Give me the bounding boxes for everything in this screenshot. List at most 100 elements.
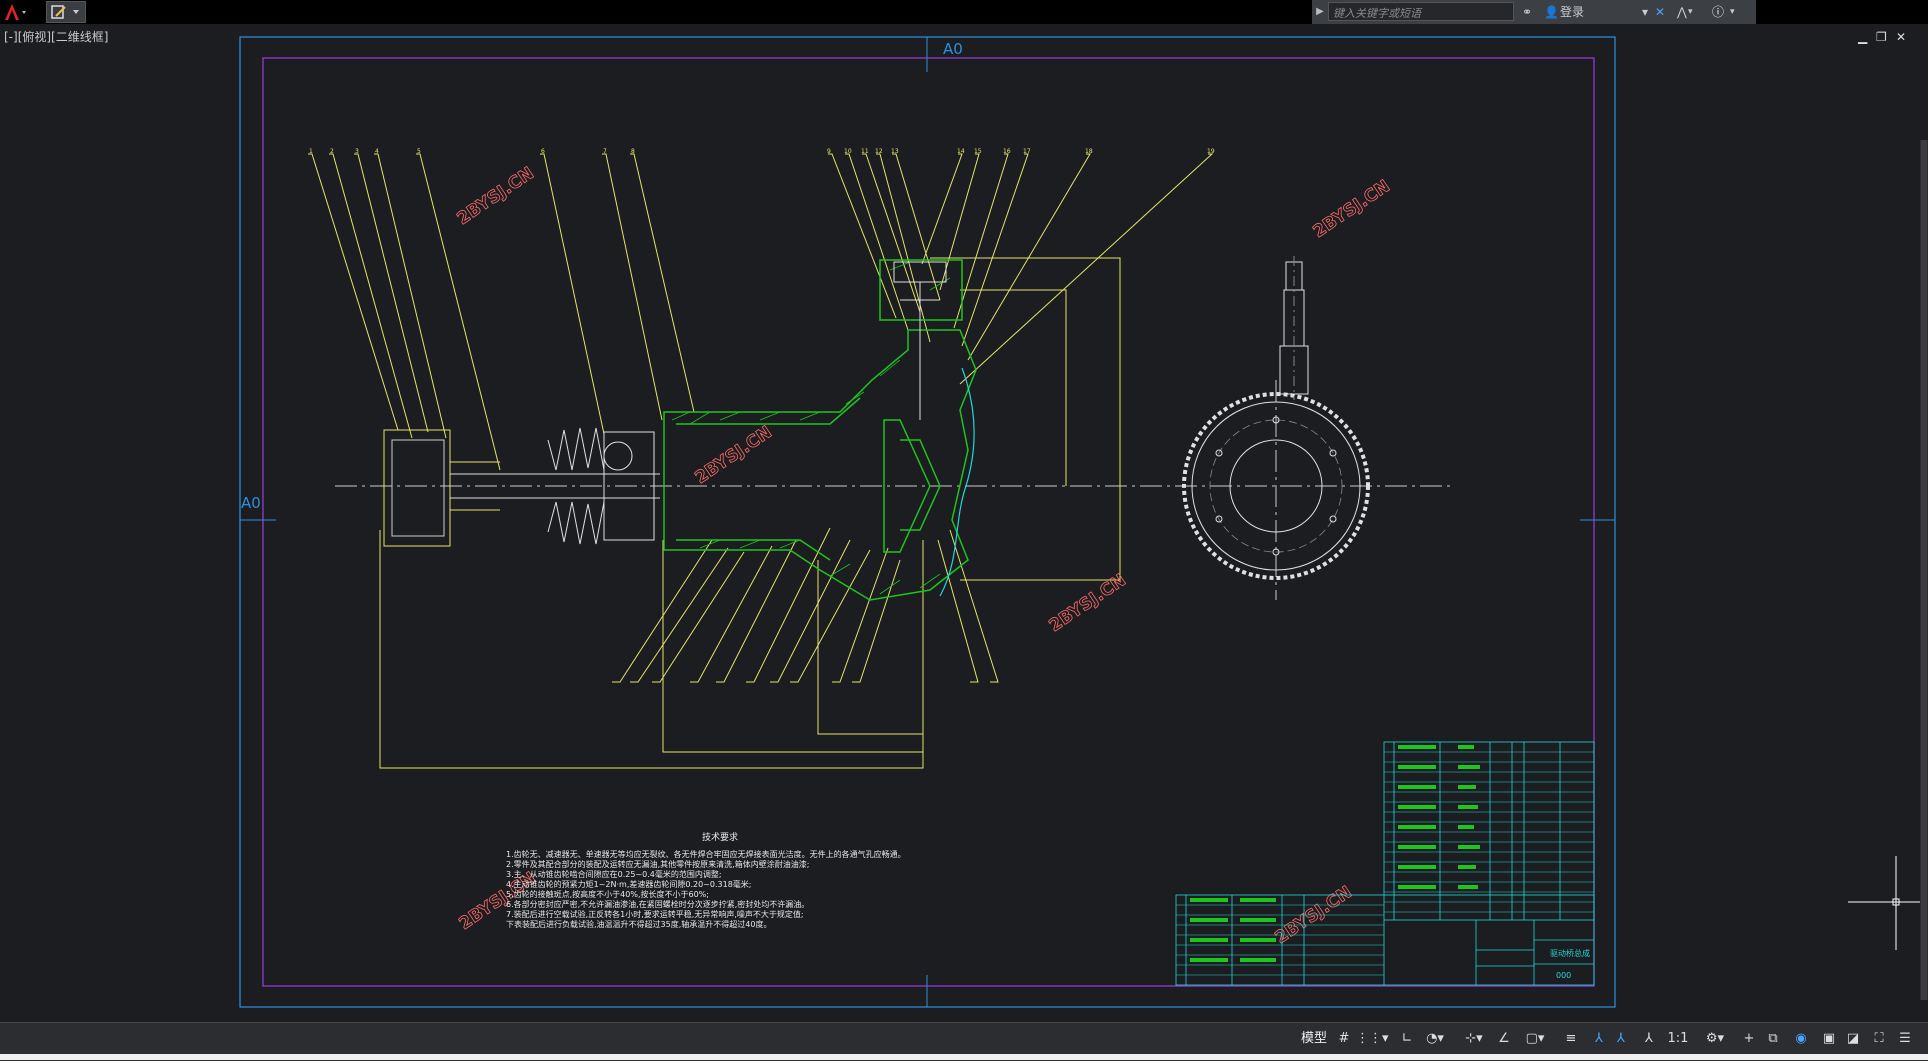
leader-lines-top	[308, 153, 1214, 471]
binoculars-icon[interactable]: ⚭	[1522, 5, 1533, 19]
autocad-logo-icon	[5, 4, 26, 20]
title-bar: ▶ 键入关键字或短语 ⚭ 👤 登录 ▾ ✕ ⋀ ▾ ⓘ ▾	[0, 0, 1928, 24]
tech-line-3: 3.主、从动锥齿轮啮合间隙应在0.25~0.4毫米的范围内调整;	[506, 869, 722, 879]
snap-icon[interactable]: ⋮⋮▾	[1356, 1031, 1389, 1046]
pinion-shaft	[893, 261, 947, 420]
leader-lines-bottom	[612, 527, 999, 683]
svg-text:12: 12	[875, 148, 883, 155]
svg-text:2: 2	[330, 148, 334, 155]
svg-text:13: 13	[891, 148, 899, 155]
lineweight-icon[interactable]: ≡	[1565, 1031, 1577, 1046]
polar-icon[interactable]: ◔▾	[1426, 1031, 1444, 1046]
app-menu-button[interactable]	[2, 1, 40, 23]
tech-title: 技术要求	[702, 831, 738, 843]
svg-text:4: 4	[375, 148, 379, 155]
tech-line-2: 2.零件及其配合部分的装配及运转应无漏油,其他零件按原来清洗,箱体内壁涂耐油油漆…	[506, 859, 809, 869]
title-block-text: 驱动桥总成 000	[1550, 948, 1590, 980]
tech-line-4: 4.主动锥齿轮的预紧力矩1~2N·m,差速器齿轮间隙0.20~0.318毫米;	[506, 879, 752, 889]
chevron-down-icon[interactable]: ▾	[1642, 5, 1649, 19]
drawing-code: 000	[1556, 971, 1571, 980]
sheet-inner-frame	[262, 57, 1595, 987]
annotation-scale[interactable]: 1:1	[1667, 1031, 1689, 1046]
ring-gear-view	[1182, 256, 1370, 580]
sheet-label-left: A0	[241, 494, 261, 512]
technical-requirements: 技术要求 1.齿轮无、减速器无、单速器无等均应无裂纹、各无件焊合牢固应无焊接表面…	[506, 831, 906, 929]
workspace-icon[interactable]: ⅄	[1645, 1031, 1653, 1046]
hardware-accel-icon[interactable]: ◉	[1795, 1031, 1807, 1046]
svg-text:5: 5	[417, 148, 421, 155]
svg-text:8: 8	[631, 148, 635, 155]
svg-text:1: 1	[309, 148, 313, 155]
clean-screen-icon[interactable]: ▣	[1822, 1031, 1836, 1046]
watermark-2: 2BYSJ.CN	[1310, 176, 1394, 242]
svg-text:15: 15	[974, 148, 982, 155]
svg-text:6: 6	[541, 148, 545, 155]
watermark-1: 2BYSJ.CN	[454, 163, 538, 229]
help-icon[interactable]: ⓘ	[1712, 5, 1725, 19]
svg-text:18: 18	[1085, 148, 1093, 155]
isolate-icon[interactable]: ⧉	[1768, 1031, 1778, 1046]
parts-list-cells	[1190, 745, 1480, 962]
svg-text:7: 7	[603, 148, 607, 155]
units-icon[interactable]: ◪	[1846, 1031, 1860, 1046]
exchange-icon[interactable]: ✕	[1655, 5, 1666, 19]
settings-icon[interactable]: ⚙▾	[1705, 1031, 1725, 1046]
a360-icon[interactable]: ⋀	[1677, 5, 1687, 19]
svg-text:3: 3	[355, 148, 359, 155]
tech-line-8: 下表装配后进行负载试验,油温温升不得超过35度,轴承温升不得超过40度。	[506, 919, 771, 929]
ortho-icon[interactable]: ∟	[1401, 1031, 1413, 1046]
svg-text:9: 9	[827, 148, 831, 155]
watermarks: 2BYSJ.CN 2BYSJ.CN 2BYSJ.CN 2BYSJ.CN 2BYS…	[453, 163, 1394, 949]
minimize-icon[interactable]: ▁	[1858, 30, 1868, 44]
svg-text:19: 19	[1207, 148, 1215, 155]
drawing-name: 驱动桥总成	[1550, 948, 1590, 958]
svg-text:17: 17	[1023, 148, 1031, 155]
chevron-down-icon[interactable]: ▾	[1730, 7, 1735, 17]
parts-list-rows	[1176, 751, 1594, 976]
dimension-lines	[379, 257, 1121, 769]
restore-icon[interactable]: ❐	[1876, 30, 1887, 44]
login-button[interactable]: 登录	[1560, 5, 1585, 19]
search-toolbar: ▶ 键入关键字或短语 ⚭ 👤 登录 ▾ ✕ ⋀ ▾ ⓘ ▾	[1312, 0, 1756, 24]
bottom-strip	[0, 1054, 1928, 1060]
housing-hatch	[671, 261, 951, 595]
model-tab[interactable]: 模型	[1300, 1031, 1327, 1046]
watermark-3: 2BYSJ.CN	[692, 422, 776, 488]
svg-text:10: 10	[844, 148, 852, 155]
tech-line-6: 6.各部分密封应严密,不允许漏油渗油,在紧固螺栓时分次逐步拧紧,密封处均不许漏油…	[506, 899, 809, 909]
menu-icon[interactable]: ☰	[1899, 1031, 1911, 1046]
vertical-scrollbar[interactable]	[1920, 140, 1928, 1000]
close-icon[interactable]: ✕	[1896, 30, 1907, 44]
tech-line-5: 5.齿轮的接触斑点,按高度不小于40%,按长度不小于60%;	[506, 889, 709, 899]
user-icon: 👤	[1544, 5, 1559, 19]
svg-text:14: 14	[957, 148, 965, 155]
fullscreen-icon[interactable]: ⛶	[1874, 1031, 1884, 1046]
annotation-icon[interactable]: ▢▾	[1525, 1031, 1545, 1046]
expand-icon[interactable]: ▶	[1316, 6, 1324, 17]
wheel-hub-outline	[383, 429, 500, 547]
otrack-icon[interactable]: ∠	[1498, 1031, 1510, 1046]
crosshair-cursor	[1848, 856, 1920, 950]
sheet-label-top: A0	[943, 40, 963, 58]
tech-line-7: 7.装配后进行空载试验,正反转各1小时,要求运转平稳,无异常响声,噪声不大于规定…	[506, 909, 804, 919]
dynamic-ucs-icon[interactable]: ⅄	[1595, 1031, 1603, 1046]
housing-cover-outline	[939, 367, 975, 597]
half-shaft	[450, 427, 660, 545]
scrollbar-thumb[interactable]	[1921, 140, 1927, 1000]
search-input[interactable]: 键入关键字或短语	[1328, 2, 1514, 21]
viewport-controls[interactable]: [-][俯视][二维线框]	[4, 30, 109, 44]
plus-icon[interactable]: +	[1743, 1031, 1755, 1046]
sheet-outer-frame	[239, 36, 1616, 1008]
parts-list-table	[1175, 741, 1595, 986]
edit-icon	[51, 5, 79, 19]
dynamic-input-icon[interactable]: ⅄	[1617, 1031, 1625, 1046]
tech-line-1: 1.齿轮无、减速器无、单速器无等均应无裂纹、各无件焊合牢固应无焊接表面光洁度。无…	[506, 849, 906, 859]
osnap-icon[interactable]: ⊹▾	[1465, 1031, 1483, 1046]
grid-icon[interactable]: #	[1338, 1031, 1350, 1046]
quick-access-button[interactable]	[46, 1, 86, 23]
chevron-down-icon[interactable]: ▾	[1688, 7, 1693, 17]
svg-text:16: 16	[1003, 148, 1011, 155]
svg-text:11: 11	[861, 148, 869, 155]
